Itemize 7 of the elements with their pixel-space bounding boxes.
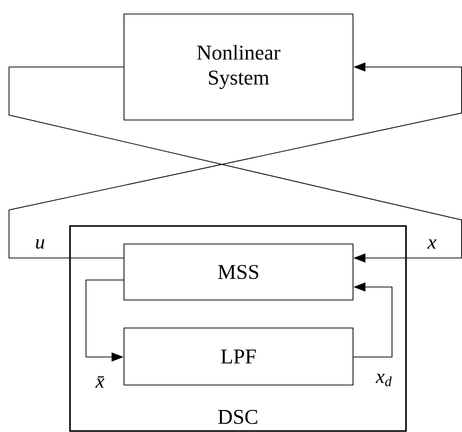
edge-label: u xyxy=(34,238,46,250)
edge-label: x$_{d}$ xyxy=(374,372,394,388)
process-box: MSS xyxy=(124,244,354,300)
system-box: Nonlinear System xyxy=(124,14,354,120)
filter-box: LPF xyxy=(124,328,354,386)
edge-label: x xyxy=(426,238,438,250)
edge-label: x̄ xyxy=(94,375,106,389)
